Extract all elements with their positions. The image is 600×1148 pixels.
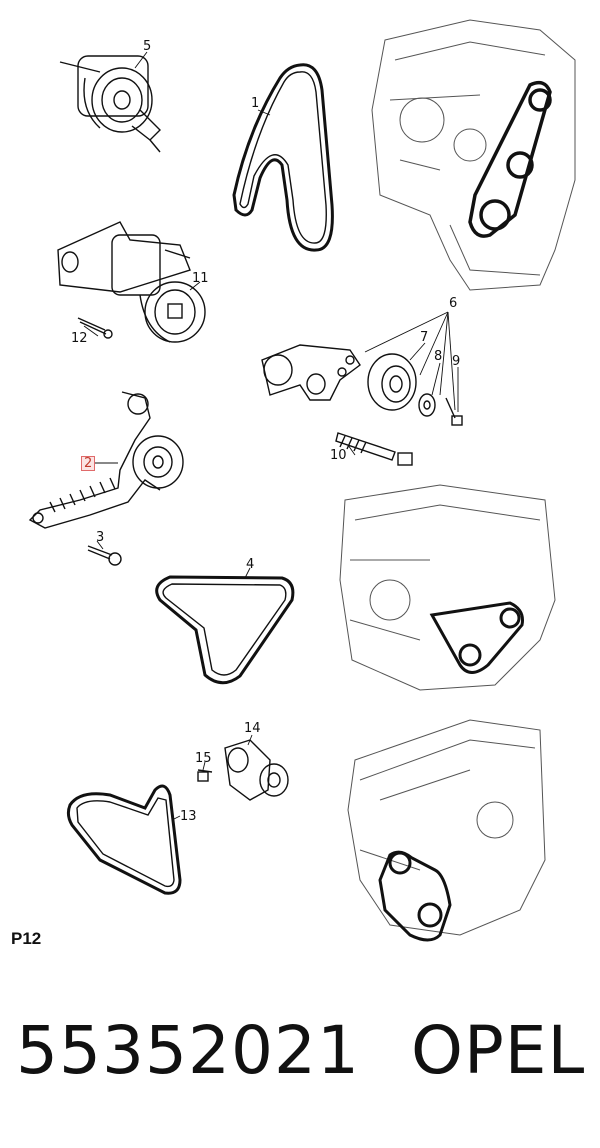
engine-belt-route-1 xyxy=(468,80,552,238)
drive-belt-4 xyxy=(155,575,295,685)
callout-14: 14 xyxy=(244,721,261,736)
callout-15: 15 xyxy=(195,751,212,766)
drive-belt-1 xyxy=(232,63,334,252)
engine-block-illustration-2 xyxy=(339,484,556,691)
callout-13: 13 xyxy=(180,809,197,824)
engine-block-illustration-3 xyxy=(347,719,546,936)
callout-6: 6 xyxy=(449,296,458,311)
callout-4: 4 xyxy=(246,557,255,572)
drive-belt-13 xyxy=(66,784,182,895)
callout-8: 8 xyxy=(434,349,443,364)
engine-block-illustration-1 xyxy=(371,19,576,291)
tensioner-assembly-11 xyxy=(57,221,206,343)
bolt-3 xyxy=(87,545,122,566)
callout-9: 9 xyxy=(452,354,461,369)
tensioner-assembly-14 xyxy=(224,739,289,801)
callout-11: 11 xyxy=(192,271,209,286)
brand-name: OPEL xyxy=(411,1012,586,1089)
section-label: P12 xyxy=(11,929,42,948)
pulley-7 xyxy=(367,353,417,411)
callout-10: 10 xyxy=(330,448,347,463)
part-number: 55352021 xyxy=(16,1012,360,1089)
exploded-parts-diagram xyxy=(28,19,576,942)
callout-1: 1 xyxy=(251,96,260,111)
callout-5: 5 xyxy=(143,39,152,54)
engine-belt-route-3 xyxy=(378,850,452,942)
bolt-9 xyxy=(445,397,463,426)
bolt-10 xyxy=(335,432,413,466)
tensioner-pulley-5 xyxy=(59,55,161,153)
bolt-15 xyxy=(197,769,213,782)
tensioner-assembly-6 xyxy=(261,344,361,401)
bolt-12 xyxy=(77,317,113,339)
callout-2-highlighted: 2 xyxy=(81,456,96,471)
callout-12: 12 xyxy=(71,331,88,346)
callout-3: 3 xyxy=(96,530,105,545)
spring-tensioner-2 xyxy=(28,391,184,529)
engine-belt-route-2 xyxy=(429,601,524,674)
washer-8 xyxy=(418,393,436,417)
callout-7: 7 xyxy=(420,330,429,345)
leader-lines xyxy=(83,51,459,821)
